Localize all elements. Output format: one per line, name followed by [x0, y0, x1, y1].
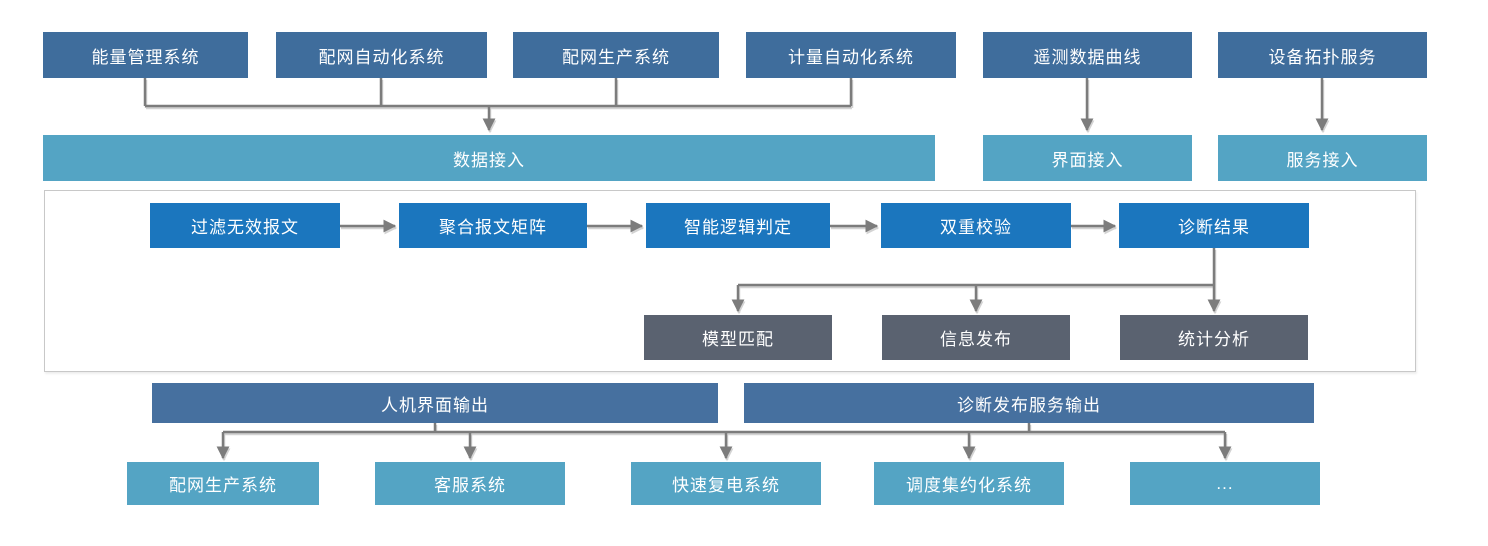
- aggregate-message-matrix-box: 聚合报文矩阵: [399, 203, 587, 248]
- telemetry-data-curve-box: 遥测数据曲线: [983, 32, 1192, 78]
- top-funnel-lines: [143, 78, 853, 108]
- distribution-production-system-box: 配网生产系统: [513, 32, 719, 78]
- diagnosis-result-box: 诊断结果: [1119, 203, 1309, 248]
- service-access-box: 服务接入: [1218, 135, 1427, 181]
- energy-management-system-box: 能量管理系统: [43, 32, 248, 78]
- device-topology-service-box: 设备拓扑服务: [1218, 32, 1427, 78]
- info-publish-box: 信息发布: [882, 315, 1070, 360]
- output-funnel-lines: [223, 423, 1225, 434]
- distribution-automation-system-box: 配网自动化系统: [276, 32, 487, 78]
- target-distribution-production-box: 配网生产系统: [127, 462, 319, 505]
- diagnosis-publish-output-box: 诊断发布服务输出: [744, 383, 1314, 423]
- metering-automation-system-box: 计量自动化系统: [746, 32, 956, 78]
- double-verification-box: 双重校验: [881, 203, 1071, 248]
- hmi-output-box: 人机界面输出: [152, 383, 718, 423]
- data-access-box: 数据接入: [43, 135, 935, 181]
- statistics-analysis-box: 统计分析: [1120, 315, 1308, 360]
- model-matching-box: 模型匹配: [644, 315, 832, 360]
- target-more-systems-box: ...: [1130, 462, 1320, 505]
- target-rapid-power-restoration-box: 快速复电系统: [631, 462, 821, 505]
- target-dispatch-centralization-box: 调度集约化系统: [874, 462, 1064, 505]
- intelligent-logic-judgment-box: 智能逻辑判定: [646, 203, 830, 248]
- filter-invalid-messages-box: 过滤无效报文: [150, 203, 340, 248]
- ui-access-box: 界面接入: [983, 135, 1192, 181]
- diagnosis-branch-lines: [738, 248, 1216, 287]
- target-customer-service-box: 客服系统: [375, 462, 565, 505]
